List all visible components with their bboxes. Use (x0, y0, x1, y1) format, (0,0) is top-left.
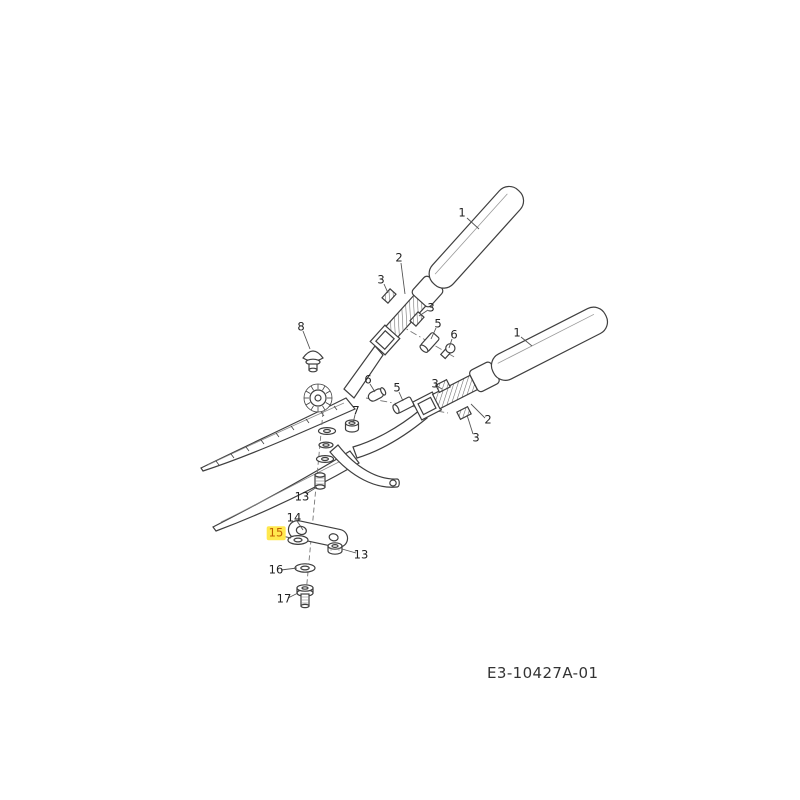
leader-line (400, 262, 406, 295)
lower-clip-b (456, 405, 472, 421)
cap-nut (344, 419, 360, 433)
part-callout-16[interactable]: 16 (268, 562, 284, 577)
leader-line (296, 520, 304, 531)
bracket-plate (287, 520, 349, 548)
part-callout-3[interactable]: 3 (472, 430, 480, 445)
leader-line (466, 217, 480, 230)
part-callout-15[interactable]: 15 (266, 525, 286, 540)
part-callout-14[interactable]: 14 (286, 510, 302, 525)
upper-bushing (419, 332, 440, 353)
upper-blade (200, 397, 356, 472)
leader-line (287, 592, 299, 599)
part-callout-3[interactable]: 3 (427, 300, 435, 315)
lower-handle-assembly (365, 306, 609, 421)
part-callout-17[interactable]: 17 (276, 591, 292, 606)
upper-handle-assembly (369, 185, 525, 360)
leader-line (466, 414, 474, 435)
upper-clip-a (381, 288, 397, 304)
part-callout-5[interactable]: 5 (434, 316, 442, 331)
leader-line (448, 338, 453, 349)
part-callout-1[interactable]: 1 (513, 325, 521, 340)
leader-lines (280, 217, 533, 599)
leader-line (369, 383, 376, 393)
hex-nut (327, 542, 343, 555)
leader-line (430, 327, 437, 340)
lower-socket (411, 391, 443, 421)
line-art (200, 185, 609, 609)
upper-blade-arm (343, 345, 384, 399)
leader-line (436, 385, 443, 390)
upper-grip (411, 185, 525, 308)
part-callout-2[interactable]: 2 (395, 250, 403, 265)
leader-line (305, 486, 318, 495)
lower-grip (469, 306, 609, 393)
leader-line (520, 336, 533, 347)
part-callout-13[interactable]: 13 (294, 489, 310, 504)
leader-line (418, 309, 429, 317)
part-callout-1[interactable]: 1 (458, 205, 466, 220)
leader-line (341, 548, 357, 554)
lower-clip-a (435, 378, 451, 394)
leader-line (470, 403, 486, 419)
lower-blade-arm (352, 409, 428, 459)
part-callout-3[interactable]: 3 (377, 272, 385, 287)
part-callout-5[interactable]: 5 (393, 380, 401, 395)
leader-line (352, 414, 356, 424)
adjustment-cap (302, 350, 324, 373)
washer-15 (287, 534, 309, 545)
part-callout-8[interactable]: 8 (297, 319, 305, 334)
part-callout-6[interactable]: 6 (450, 327, 458, 342)
upper-ball-pin (439, 343, 456, 360)
pivot-gear (303, 383, 333, 413)
fastener-stack (287, 411, 349, 609)
part-callout-6[interactable]: 6 (364, 372, 372, 387)
part-code: E3-10427A-01 (487, 664, 599, 682)
leader-line (383, 283, 389, 294)
part-callout-13[interactable]: 13 (353, 547, 369, 562)
part-callout-2[interactable]: 2 (484, 412, 492, 427)
stack-bolt (314, 472, 326, 490)
lower-blade (212, 450, 360, 532)
leader-line (280, 567, 298, 571)
leader-line (302, 330, 311, 350)
lower-bushing (392, 396, 415, 415)
leader-line (398, 391, 404, 402)
part-callout-3[interactable]: 3 (431, 376, 439, 391)
link-arm-hole (389, 479, 397, 487)
part-callout-7[interactable]: 7 (352, 403, 360, 418)
